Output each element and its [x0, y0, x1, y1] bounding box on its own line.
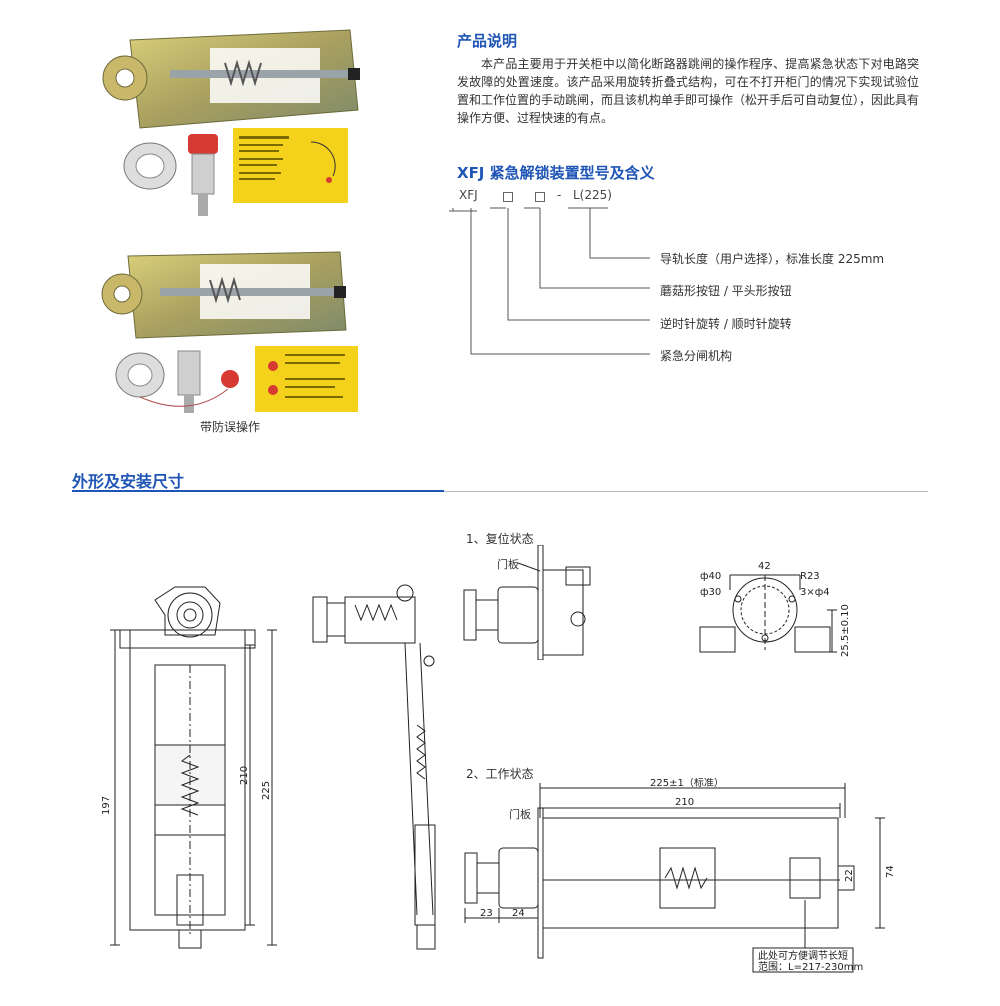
code-prefix: XFJ — [459, 188, 478, 202]
front-view-drawing: 197 210 225 — [101, 586, 277, 949]
legend-button-type: 蘑菇形按钮 / 平头形按钮 — [660, 284, 792, 298]
intro-paragraph: 本产品主要用于开关柜中以简化断路器跳闸的操作程序、提高紧急状态下对电路突发故障的… — [457, 57, 920, 125]
flange-holes: 3×ф4 — [800, 587, 830, 598]
mushroom-button-photo — [182, 130, 224, 220]
code-dash: - — [557, 188, 562, 202]
product-photo-middle — [100, 250, 355, 340]
work-state-label: 2、工作状态 — [466, 767, 534, 781]
flange-drawing: 42 ф40 ф30 R23 3×ф4 25.5±0.10 — [699, 561, 851, 657]
reset-state-label: 1、复位状态 — [466, 532, 534, 546]
reset-door-label: 门板 — [497, 558, 519, 571]
work-door-label: 门板 — [509, 808, 531, 821]
intro-title: 产品说明 — [457, 32, 518, 50]
reset-state-drawing — [463, 545, 591, 660]
anti-misoperation-lock-photo — [110, 345, 255, 420]
work-w24: 24 — [512, 908, 525, 919]
legend-emergency-trip: 紧急分闸机构 — [660, 349, 733, 363]
dim-225: 225 — [261, 781, 272, 800]
legend-rail-length: 导轨长度（用户选择），标准长度 225mm — [660, 252, 885, 266]
work-note1: 此处可方便调节长短 — [758, 949, 848, 962]
dim-197: 197 — [101, 796, 112, 815]
work-len210: 210 — [675, 797, 694, 808]
legend-rotation: 逆时针旋转 / 顺时针旋转 — [660, 317, 792, 331]
section-divider — [444, 491, 928, 492]
model-title: XFJ 紧急解锁装置型号及含义 — [457, 164, 655, 182]
model-legend-lines — [449, 207, 650, 355]
code-box-2 — [535, 192, 545, 202]
work-len225: 225±1（标准） — [650, 778, 724, 789]
work-h74: 74 — [885, 865, 896, 878]
code-suffix: L(225) — [573, 188, 612, 202]
flange-h255: 25.5±0.10 — [840, 604, 851, 657]
work-state-drawing: 225±1（标准） 210 23 24 74 22 此处可方便调节长短 范围：L… — [464, 778, 896, 973]
instruction-card-photo — [233, 128, 348, 203]
work-h22: 22 — [844, 869, 855, 882]
work-note2: 范围：L=217-230mm — [758, 960, 863, 973]
dim-210: 210 — [239, 766, 250, 785]
flange-d30: ф30 — [700, 587, 721, 598]
dimensions-title: 外形及安装尺寸 — [72, 472, 185, 491]
work-w23: 23 — [480, 908, 493, 919]
flange-r23: R23 — [800, 571, 820, 582]
product-photo-top — [100, 28, 370, 133]
lock-ring-photo — [120, 140, 180, 192]
section-divider-accent — [72, 490, 444, 492]
code-box-1 — [503, 192, 513, 202]
photo-caption: 带防误操作 — [200, 420, 261, 434]
flange-w42: 42 — [758, 561, 771, 572]
side-view-drawing — [312, 584, 436, 950]
model-code: XFJ - L(225) — [459, 188, 759, 204]
flange-d40: ф40 — [700, 571, 721, 582]
instruction-card-photo-2 — [255, 346, 358, 412]
